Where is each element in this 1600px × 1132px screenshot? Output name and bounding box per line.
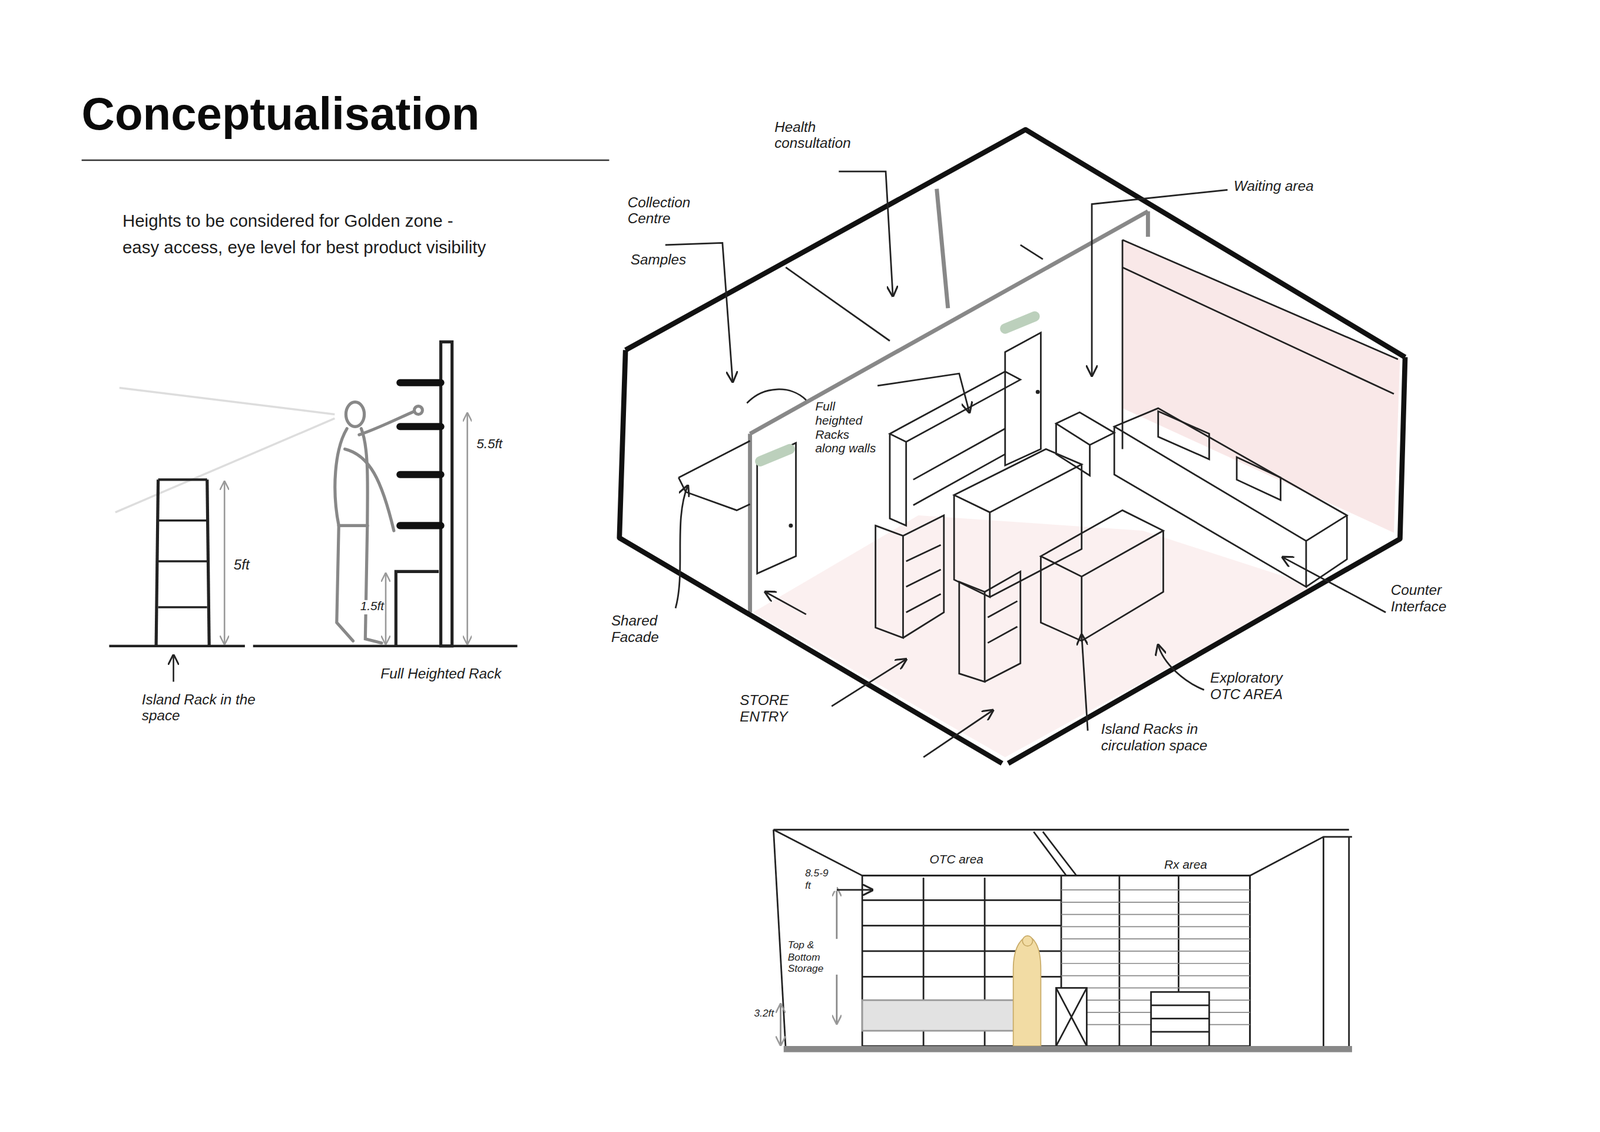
annotation-label: Collection Centre (626, 193, 726, 227)
annotation-label: OTC area (928, 853, 985, 868)
annotation-label: 5ft (232, 555, 251, 573)
annotation-label: Health consultation (773, 118, 888, 152)
annotation-label: 3.2ft (753, 1006, 775, 1019)
person-head (1022, 935, 1033, 946)
floor-line (783, 1045, 1353, 1052)
annotation-label: Island Racks in circulation space (1100, 720, 1266, 754)
title-rule (81, 159, 610, 162)
annotation-label: 1.5ft (359, 600, 386, 615)
annotation-label: 5.5ft (475, 436, 503, 453)
annotation-label: Waiting area (1232, 177, 1368, 195)
annotation-label: Island Rack in the space (140, 690, 258, 724)
annotation-label: STORE ENTRY (739, 691, 805, 725)
annotation-label: Exploratory OTC AREA (1208, 669, 1314, 703)
page-title: Conceptualisation (81, 87, 480, 141)
person-figure (1013, 936, 1042, 1046)
annotation-label: Rx area (1163, 858, 1208, 873)
annotation-label: Full heighted Racks along walls (814, 399, 880, 457)
annotation-label: Counter Interface (1389, 581, 1474, 615)
annotation-label: 8.5-9 ft (803, 867, 837, 891)
annotation-label: Samples (629, 250, 688, 268)
annotation-label: Full Heighted Rack (379, 665, 505, 682)
store-elevation (773, 829, 1352, 1052)
note-text: Heights to be considered for Golden zone… (121, 207, 491, 260)
isometric-store (619, 129, 1406, 764)
annotation-label: Shared Facade (610, 612, 694, 646)
height-sketch (108, 341, 518, 682)
annotation-label: Top & Bottom Storage (786, 938, 846, 975)
